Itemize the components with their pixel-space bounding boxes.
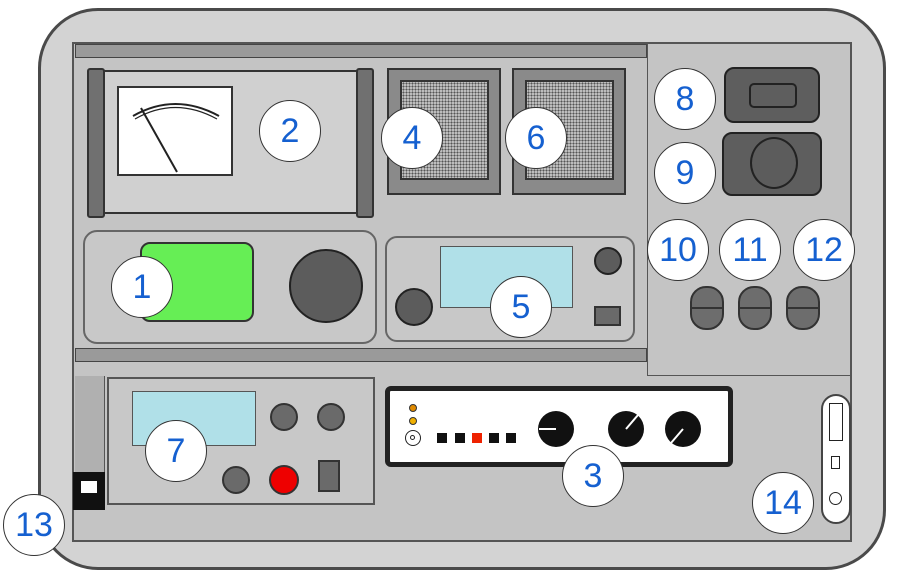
amp-knob-3[interactable]	[664, 410, 702, 448]
toggle-12[interactable]	[786, 286, 820, 330]
level-segment	[506, 433, 516, 443]
toggle-10[interactable]	[690, 286, 724, 330]
power-knob-2[interactable]	[317, 403, 345, 431]
callout-4: 4	[381, 107, 443, 169]
meter-needle-icon	[132, 103, 220, 173]
callout-8: 8	[654, 68, 716, 130]
jack-center	[410, 435, 415, 440]
display-knob[interactable]	[289, 249, 363, 323]
callout-7: 7	[145, 420, 207, 482]
level-segment	[437, 433, 447, 443]
round-port[interactable]	[829, 492, 842, 505]
callout-9: 9	[654, 142, 716, 204]
small-port[interactable]	[831, 456, 840, 469]
power-knob-1[interactable]	[270, 403, 298, 431]
red-power-button[interactable]	[269, 465, 299, 495]
controller-knob-small[interactable]	[594, 247, 622, 275]
callout-2: 2	[259, 100, 321, 162]
callout-10: 10	[647, 219, 709, 281]
meter-handle-left[interactable]	[87, 68, 105, 218]
toggle-11[interactable]	[738, 286, 772, 330]
level-segment	[455, 433, 465, 443]
jack-connector[interactable]	[405, 430, 421, 446]
rj45-socket	[81, 481, 97, 493]
level-segment	[489, 433, 499, 443]
callout-12: 12	[793, 219, 855, 281]
callout-6: 6	[505, 107, 567, 169]
round-button-9[interactable]	[750, 137, 798, 189]
rocker-switch-face	[749, 83, 797, 108]
usb-port-icon[interactable]	[829, 403, 843, 441]
power-switch[interactable]	[318, 460, 340, 492]
callout-13: 13	[3, 494, 65, 556]
callout-5: 5	[490, 276, 552, 338]
rocker-switch-8[interactable]	[724, 67, 820, 123]
middle-rail	[75, 348, 647, 362]
controller-knob-left[interactable]	[395, 288, 433, 326]
callout-14: 14	[752, 472, 814, 534]
callout-1: 1	[111, 256, 173, 318]
led-yellow	[409, 417, 417, 425]
power-knob-3[interactable]	[222, 466, 250, 494]
callout-11: 11	[719, 219, 781, 281]
callout-3: 3	[562, 445, 624, 507]
top-rail	[75, 44, 647, 58]
level-segment-active	[472, 433, 482, 443]
amp-knob-2[interactable]	[607, 410, 645, 448]
meter-handle-right[interactable]	[356, 68, 374, 218]
controller-port[interactable]	[594, 306, 621, 326]
rj45-port-icon[interactable]	[73, 472, 105, 510]
amp-knob-1[interactable]	[537, 410, 575, 448]
led-orange	[409, 404, 417, 412]
analog-meter-icon	[117, 86, 233, 176]
